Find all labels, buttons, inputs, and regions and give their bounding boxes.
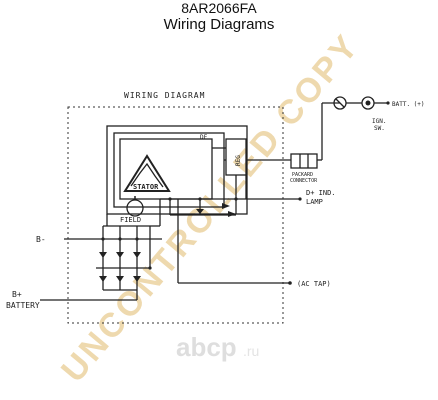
- logo-text: abcp: [176, 332, 237, 362]
- d-plus-circuit: [268, 197, 302, 201]
- diagram-title: WIRING DIAGRAM: [124, 91, 205, 100]
- df-label: DF: [200, 134, 208, 141]
- b-plus-battery-label: BATTERY: [6, 301, 40, 310]
- part-number-title: 8AR2066FA: [181, 0, 257, 16]
- stator-symbol: [123, 154, 171, 192]
- field-label: FIELD: [120, 216, 141, 224]
- logo-suffix: .ru: [243, 343, 259, 359]
- rectifier-bridge: [160, 175, 268, 283]
- ac-tap-circuit: [178, 281, 292, 285]
- stator-label: STATOR: [133, 183, 159, 191]
- b-minus-circuit: [64, 226, 162, 290]
- packard-connector: [246, 103, 323, 169]
- ign-label: IGN.: [372, 118, 386, 125]
- d-plus-label: D+ IND.: [306, 189, 336, 197]
- ignition-circuit: [322, 96, 390, 110]
- b-plus-label: B+: [12, 290, 22, 299]
- b-minus-label: B-: [36, 235, 46, 244]
- packard-connector-label: CONNECTOR: [290, 178, 318, 184]
- b-plus-circuit: [40, 289, 138, 301]
- batt-label: BATT. (+): [392, 101, 425, 108]
- abcp-logo: abcp .ru: [176, 332, 259, 362]
- ac-tap-label: (AC TAP): [297, 280, 331, 288]
- d-plus-lamp-label: LAMP: [306, 198, 323, 206]
- ign-sw-label: SW.: [374, 125, 385, 132]
- packard-label: PACKARD: [292, 172, 313, 178]
- page-subtitle: Wiring Diagrams: [163, 16, 275, 33]
- internal-wiring: [103, 147, 226, 227]
- reg-label: REG: [235, 155, 242, 166]
